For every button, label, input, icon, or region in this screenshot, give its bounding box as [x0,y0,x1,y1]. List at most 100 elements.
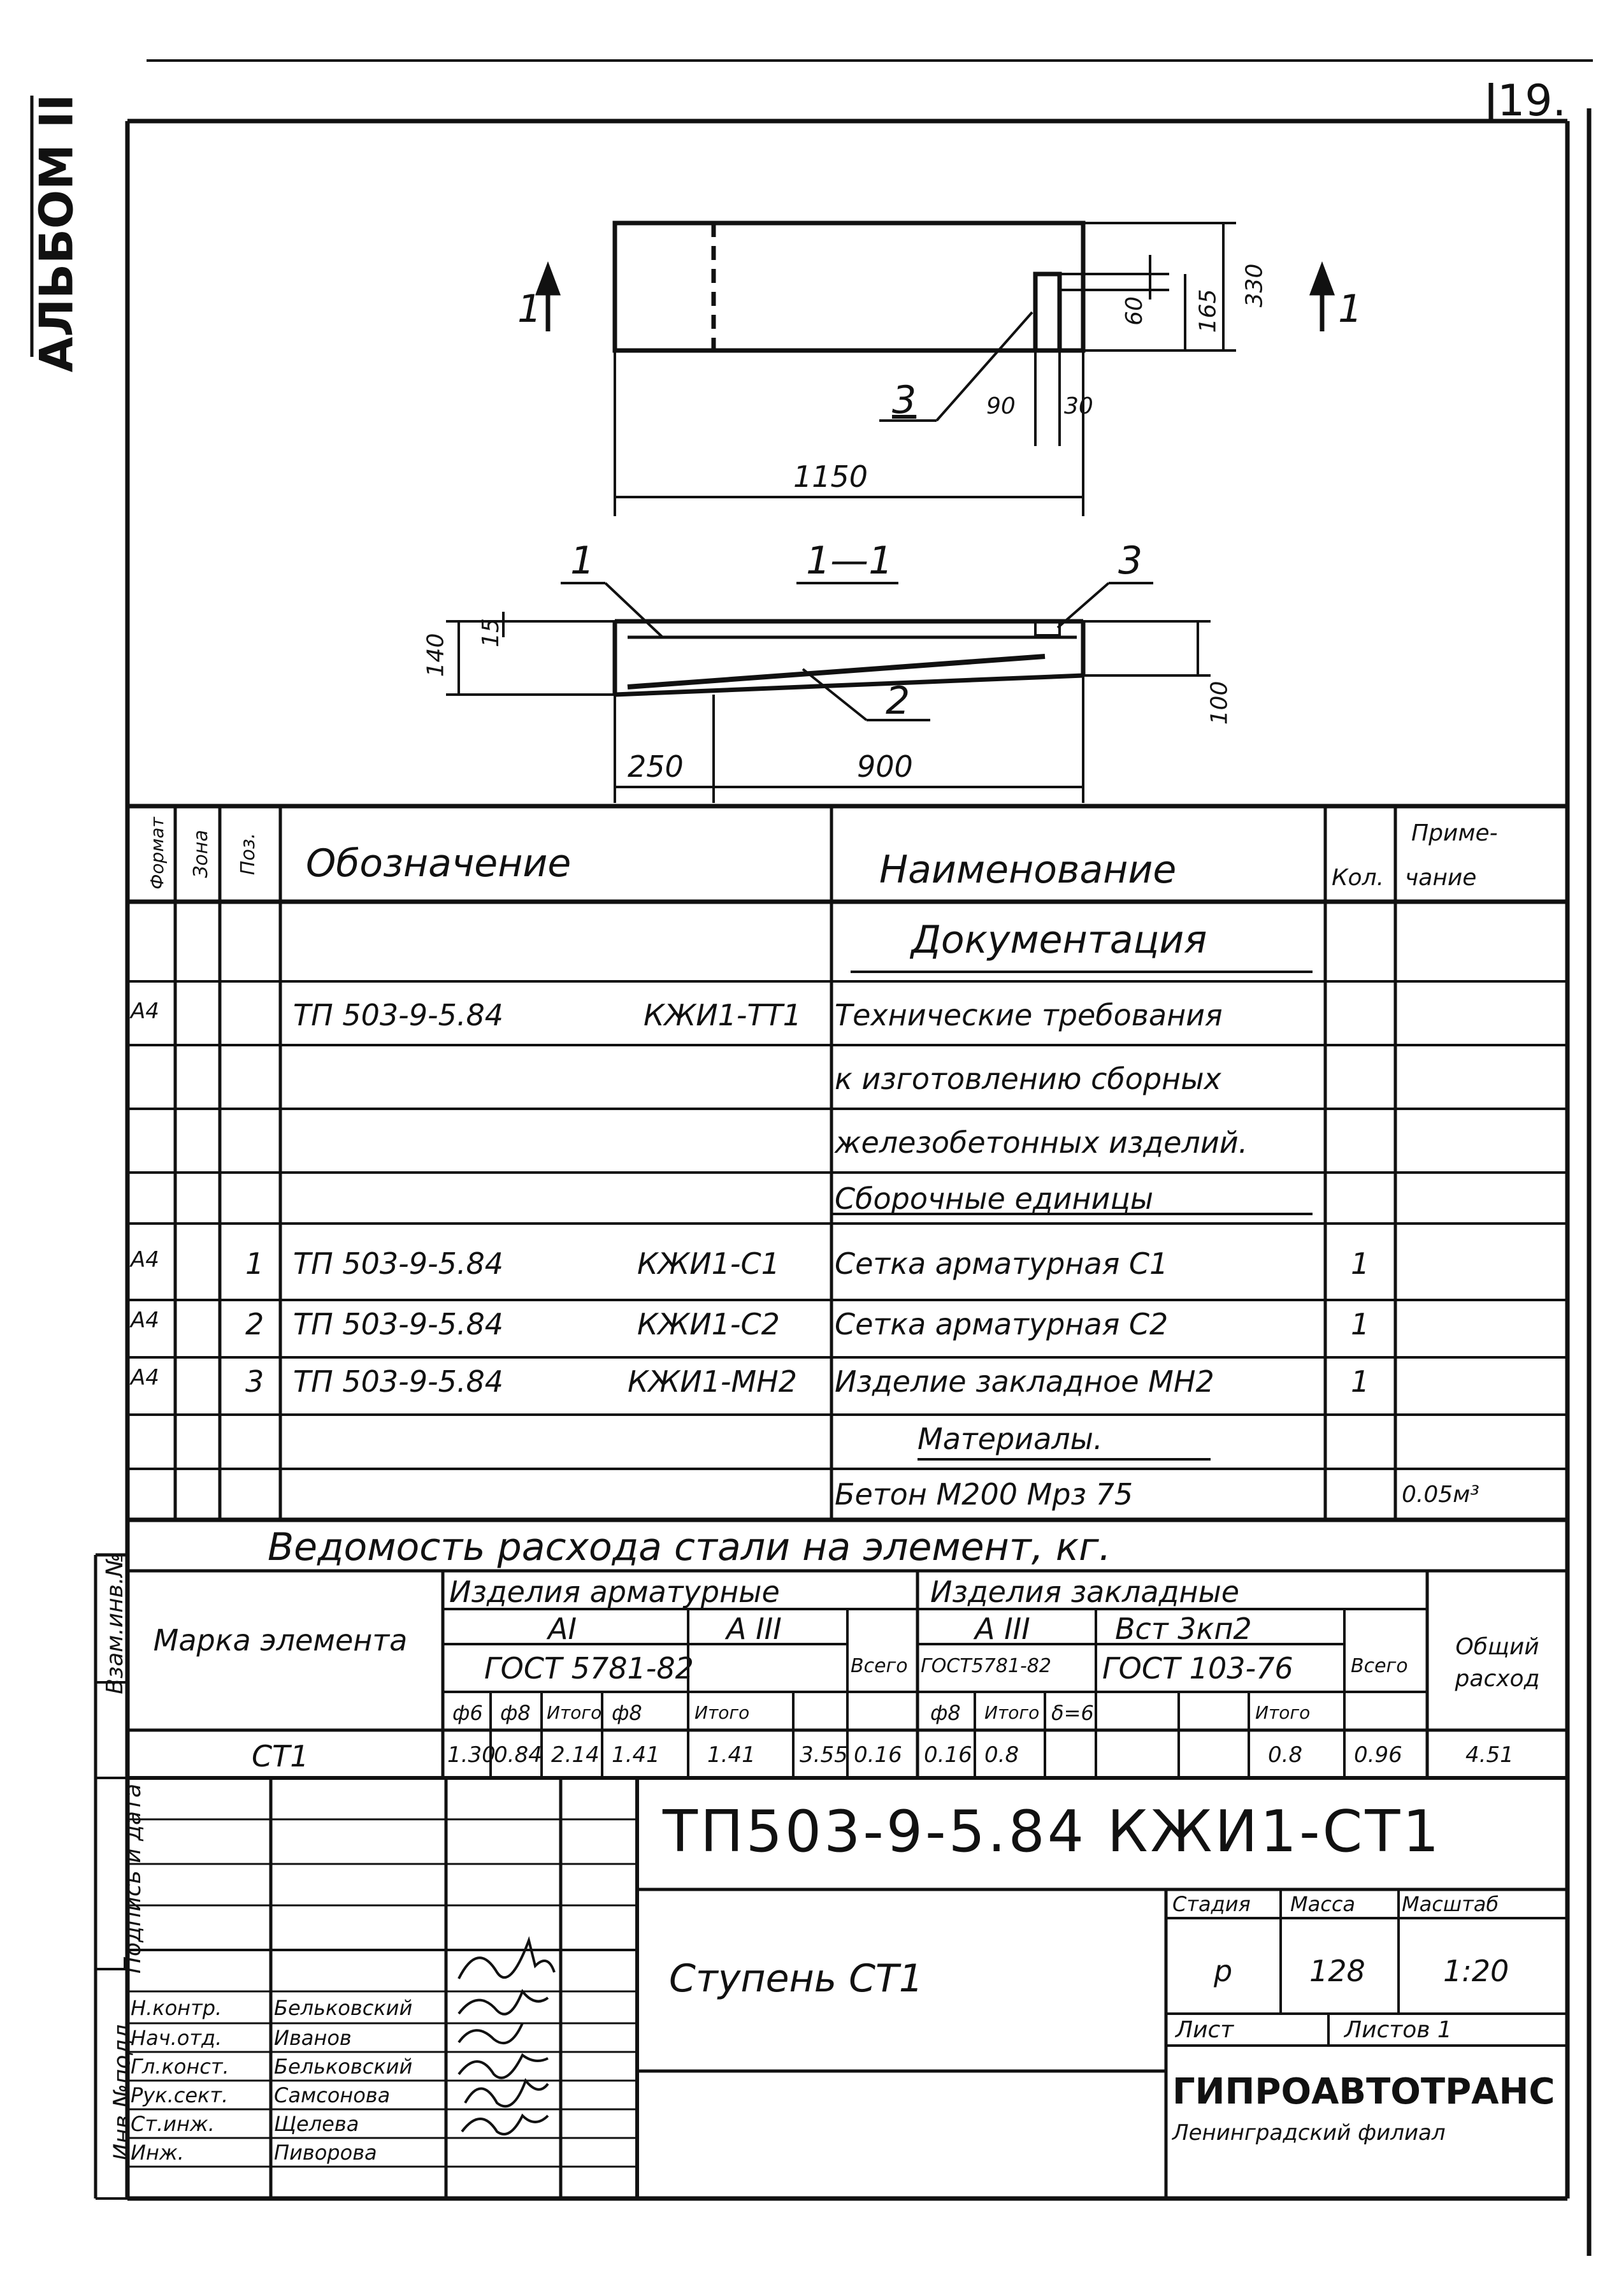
spec-row-6-name: Сетка арматурная С2 [835,1307,1169,1341]
spec-row-5-mark: КЖИ1-С1 [637,1246,780,1281]
hdr-name: Наименование [879,848,1177,892]
signer-name-6: Пиворова [274,2141,377,2165]
spec-row-1-mark: КЖИ1-ТТ1 [644,998,802,1032]
dim-30: 30 [1064,393,1093,419]
steel-row-v1: 1.30 [447,1742,496,1768]
dim-165: 165 [1195,289,1221,333]
steel-h-gost5781b: ГОСТ5781-82 [921,1655,1051,1677]
section-marker-left: 1 [517,287,542,331]
hdr-zone: Зона [189,830,212,878]
steel-row-v8: 0.16 [924,1742,972,1768]
spec-row-1-name: Технические требования [835,998,1223,1032]
spec-row-5-pos: 1 [245,1246,264,1281]
steel-h-total-use: Общий расход [1455,1634,1540,1693]
dim-900: 900 [857,749,913,784]
scale-label: Масштаб [1402,1892,1499,1916]
steel-h-a3b: A III [975,1612,1030,1646]
signer-name-5: Щелева [274,2112,359,2136]
signer-name-2: Иванов [274,2026,352,2050]
steel-c-sum3: Итого [984,1702,1040,1723]
steel-c-d6: ф6 [452,1701,483,1725]
steel-row-v6: 3.55 [800,1742,848,1768]
spec-row-6-qty: 1 [1351,1307,1370,1341]
dim-1150: 1150 [793,459,868,494]
scale-value: 1:20 [1443,1954,1509,1988]
steel-title: Ведомость расхода стали на элемент, кг. [268,1525,1111,1570]
item-name: Ступень СТ1 [669,1956,923,2001]
steel-h-rebar: Изделия арматурные [449,1575,780,1609]
steel-row-v12: 4.51 [1465,1742,1514,1768]
spec-row-2-name: к изготовлению сборных [835,1062,1221,1096]
organization: ГИПРОАВТОТРАНС [1172,2071,1555,2112]
signer-name-4: Самсонова [274,2083,391,2107]
dim-330: 330 [1241,263,1268,308]
spec-row-1-code: ТП 503-9-5.84 [293,998,503,1032]
steel-h-embed: Изделия закладные [930,1575,1240,1609]
steel-c-d8b: ф8 [612,1701,642,1725]
stage-label: Стадия [1172,1892,1251,1916]
dim-90: 90 [986,393,1016,419]
spec-row-7-pos: 3 [245,1364,264,1399]
steel-c-d8c: ф8 [930,1701,961,1725]
spec-section-assemblies: Сборочные единицы [835,1181,1154,1216]
steel-c-sum1: Итого [547,1702,602,1723]
signer-role-1: Н.контр. [131,1996,222,2020]
spec-row-3-name: железобетонных изделий. [835,1125,1248,1160]
signer-role-3: Гл.конст. [131,2054,229,2079]
steel-row-v5: 1.41 [707,1742,756,1768]
steel-row-v2: 0.84 [494,1742,542,1768]
steel-h-gost5781: ГОСТ 5781-82 [484,1651,694,1686]
dim-60: 60 [1121,296,1148,326]
stamp-signature-date: Подпись и дата [120,1783,147,1974]
sheet-label: Лист [1176,2017,1234,2043]
sheets-label: Листов 1 [1344,2017,1452,2043]
steel-row-mark: СТ1 [252,1739,309,1773]
spec-row-7-format: А4 [131,1365,159,1390]
steel-row-v10: 0.8 [1268,1742,1303,1768]
album-label: АЛЬБОМ II [29,94,83,373]
steel-c-s6: δ=6 [1051,1701,1094,1725]
spec-row-7-mark: КЖИ1-МН2 [628,1364,798,1399]
steel-row-v11: 0.96 [1354,1742,1402,1768]
spec-row-6-mark: КЖИ1-С2 [637,1307,780,1341]
spec-row-1-format: А4 [131,999,159,1024]
callout-1: 1 [570,538,595,583]
steel-h-a3: A III [726,1612,782,1646]
section-title: 1—1 [806,538,893,583]
spec-row-6-format: А4 [131,1308,159,1333]
callout-2: 2 [886,679,910,723]
steel-row-v3: 2.14 [551,1742,600,1768]
callout-3-plan: 3 [892,378,917,422]
steel-row-v7: 0.16 [854,1742,902,1768]
spec-row-5-qty: 1 [1351,1246,1370,1281]
spec-row-5-format: А4 [131,1247,159,1273]
spec-row-5-name: Сетка арматурная С1 [835,1246,1169,1281]
spec-row-7-qty: 1 [1351,1364,1370,1399]
hdr-note-2: чание [1405,865,1477,891]
signer-name-1: Бельковский [274,1996,413,2020]
hdr-note-1: Приме- [1411,820,1498,846]
steel-h-all: Всего [851,1655,908,1677]
stage-value: р [1214,1954,1233,1988]
signer-name-3: Бельковский [274,2054,413,2079]
spec-row-9-name: Бетон М200 Мрз 75 [835,1477,1133,1512]
branch: Ленинградский филиал [1172,2120,1446,2146]
mass-value: 128 [1309,1954,1365,1988]
dim-15: 15 [477,618,504,647]
callout-3: 3 [1118,538,1143,583]
hdr-qty: Кол. [1332,865,1385,891]
steel-h-a1: AI [548,1612,577,1646]
spec-row-6-pos: 2 [245,1307,264,1341]
steel-h-gost103: ГОСТ 103-76 [1102,1651,1293,1686]
spec-row-7-name: Изделие закладное МН2 [835,1364,1214,1399]
spec-row-5-code: ТП 503-9-5.84 [293,1246,503,1281]
section-marker-right: 1 [1338,287,1363,331]
hdr-pos: Поз. [237,832,260,876]
dim-100: 100 [1206,681,1233,725]
sheet-number: 19. [1497,76,1567,126]
spec-row-9-note: 0.05м³ [1402,1482,1479,1508]
signatures [457,1936,556,2136]
steel-h-all2: Всего [1351,1655,1408,1677]
